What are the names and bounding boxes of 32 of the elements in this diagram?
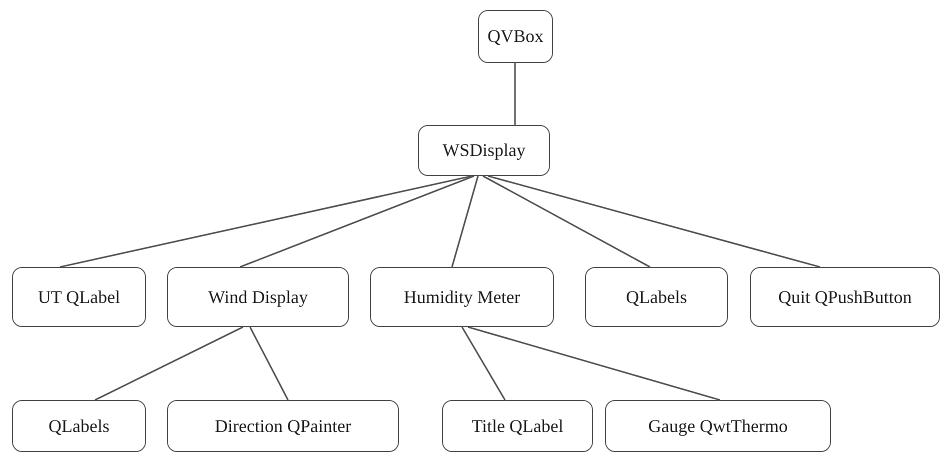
- widget-label: Direction QPainter: [214, 416, 352, 436]
- widget-label: WSDisplay: [442, 140, 526, 161]
- widget-label: QLabels: [626, 286, 687, 308]
- widget-label: QVBox: [487, 26, 544, 47]
- widget-label: Wind Display: [208, 286, 308, 308]
- widget-box: [12, 267, 146, 327]
- connector-line: [60, 175, 472, 268]
- widget-label: Title QLabel: [472, 416, 564, 436]
- widget-box: [167, 267, 349, 327]
- connector-line: [249, 326, 289, 400]
- connector-line: [468, 326, 720, 401]
- connector-line: [461, 326, 506, 400]
- widget-box: [750, 267, 940, 327]
- widget-box: [478, 10, 553, 63]
- widget-box: [605, 400, 831, 452]
- widget-box: [370, 267, 554, 327]
- widget-label: Quit QPushButton: [778, 286, 912, 308]
- widget-box: [167, 400, 399, 452]
- connector-line: [240, 175, 474, 268]
- connector-line: [488, 175, 820, 268]
- connector-line: [94, 326, 244, 401]
- widget-box: [442, 400, 593, 452]
- connector-line: [514, 63, 516, 125]
- widget-box: [585, 267, 728, 327]
- widget-label: QLabels: [48, 416, 110, 436]
- connector-line: [482, 175, 650, 268]
- widget-box: [12, 400, 146, 452]
- widget-box: [418, 125, 550, 176]
- widget-label: UT QLabel: [38, 286, 120, 308]
- connector-line: [451, 176, 479, 268]
- widget-label: Humidity Meter: [404, 286, 520, 308]
- widget-label: Gauge QwtThermo: [648, 416, 788, 436]
